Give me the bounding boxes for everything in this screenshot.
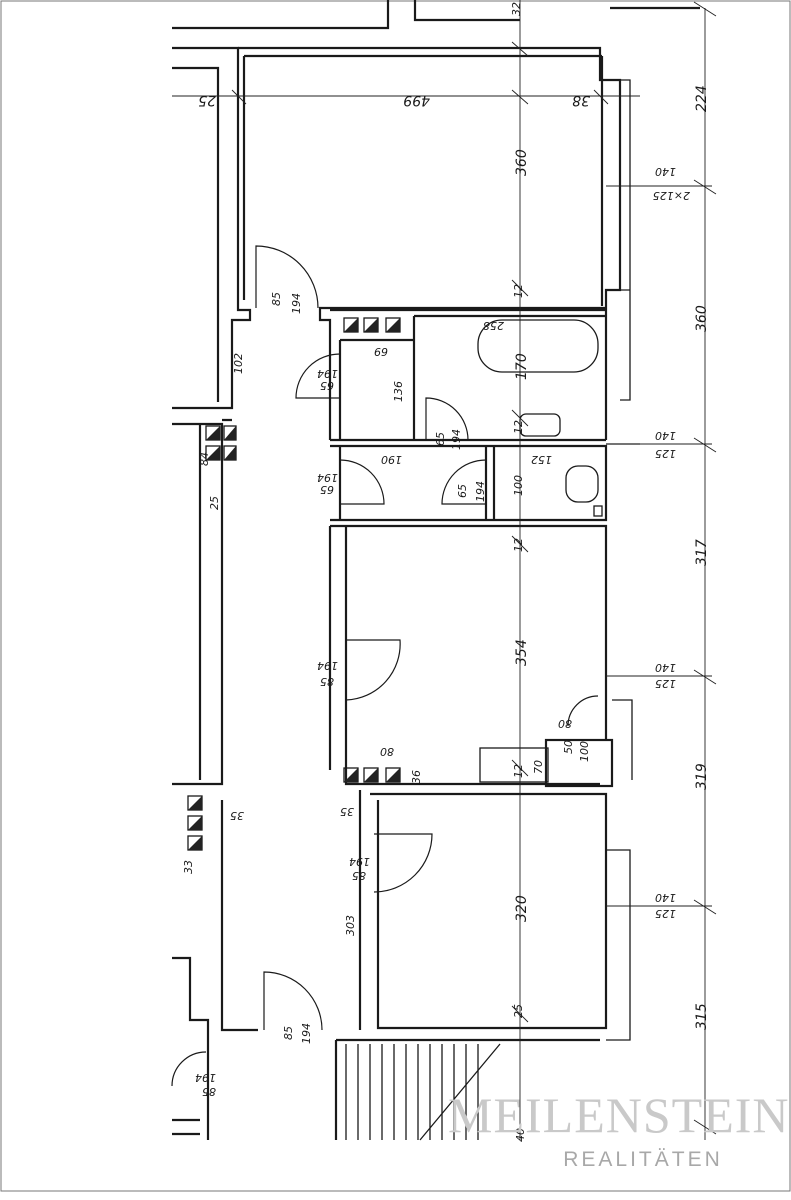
top-neighbor-walls bbox=[172, 0, 700, 30]
dim-152: 152 bbox=[531, 453, 552, 466]
dim-194-f: 194 bbox=[317, 659, 338, 672]
dim-12-c: 12 bbox=[512, 538, 525, 552]
dim-85-b: 85 bbox=[320, 675, 334, 688]
dim-194-a: 194 bbox=[290, 293, 303, 314]
dim-140-a: 140 bbox=[655, 165, 676, 178]
dim-194-h: 194 bbox=[300, 1023, 313, 1044]
dim-194-e: 194 bbox=[474, 481, 487, 502]
dim-65-a: 65 bbox=[320, 379, 334, 392]
room-1-window-jambs bbox=[606, 79, 631, 401]
dim-65-b: 65 bbox=[434, 432, 447, 446]
dim-25-left: 25 bbox=[208, 496, 221, 510]
room-4-window bbox=[606, 849, 631, 1041]
dim-69: 69 bbox=[374, 345, 388, 358]
dim-194-i: 194 bbox=[195, 1071, 216, 1084]
dim-499: 499 bbox=[403, 92, 430, 108]
dim-80-b: 80 bbox=[380, 745, 394, 758]
dim-194-b: 194 bbox=[317, 367, 338, 380]
dim-33: 33 bbox=[182, 860, 195, 874]
dim-224: 224 bbox=[694, 85, 710, 112]
dim-2x125: 2×125 bbox=[653, 189, 690, 202]
dim-194-d: 194 bbox=[317, 471, 338, 484]
dim-65-c: 65 bbox=[320, 483, 334, 496]
dim-40: 40 bbox=[514, 1128, 527, 1142]
lower-left-neighbor-walls bbox=[172, 956, 210, 1140]
dim-35-a: 35 bbox=[230, 809, 244, 822]
dim-360-right: 360 bbox=[694, 305, 710, 332]
dim-140-b: 140 bbox=[655, 429, 676, 442]
dim-320: 320 bbox=[514, 895, 530, 922]
dimension-lines bbox=[172, 0, 717, 1140]
dim-85-a: 85 bbox=[270, 292, 283, 306]
shaft-marker bbox=[593, 505, 603, 517]
dim-194-g: 194 bbox=[349, 855, 370, 868]
door-swings bbox=[171, 245, 599, 1087]
dim-102: 102 bbox=[232, 353, 245, 374]
dim-136: 136 bbox=[392, 381, 405, 402]
dim-84: 84 bbox=[198, 452, 211, 466]
vent-symbols bbox=[187, 317, 401, 851]
dim-85-d: 85 bbox=[282, 1026, 295, 1040]
dim-85-e: 85 bbox=[202, 1085, 216, 1098]
dim-36: 36 bbox=[410, 770, 423, 784]
dim-35-b: 35 bbox=[340, 805, 354, 818]
dim-100: 100 bbox=[512, 475, 525, 496]
toilet bbox=[565, 465, 599, 503]
dim-140-d: 140 bbox=[655, 891, 676, 904]
dim-70: 70 bbox=[532, 760, 545, 774]
dim-360-room1: 360 bbox=[514, 149, 530, 176]
exterior-wall-left-inner bbox=[172, 66, 220, 780]
dim-170: 170 bbox=[514, 353, 530, 380]
dim-303: 303 bbox=[344, 915, 357, 936]
kitchen-unit bbox=[479, 747, 549, 783]
dim-125-b: 125 bbox=[655, 677, 676, 690]
exterior-wall-left-upper bbox=[172, 46, 252, 786]
dim-125-a: 125 bbox=[655, 447, 676, 460]
room-3-walls bbox=[328, 524, 608, 786]
dim-85-c: 85 bbox=[352, 869, 366, 882]
dim-65-d: 65 bbox=[456, 484, 469, 498]
dim-190: 190 bbox=[381, 453, 402, 466]
dim-32: 32 bbox=[510, 2, 523, 16]
stair-treads bbox=[345, 1043, 501, 1141]
dimension-labels: 25 499 38 224 360 2×125 140 12 85 194 10… bbox=[182, 2, 710, 1142]
dim-100-b: 100 bbox=[578, 741, 591, 762]
dim-354: 354 bbox=[514, 639, 530, 666]
dim-25-top: 25 bbox=[198, 92, 216, 108]
dim-140-c: 140 bbox=[655, 661, 676, 674]
room-4-walls bbox=[358, 790, 608, 1030]
dim-317: 317 bbox=[694, 539, 710, 566]
dim-12-d: 12 bbox=[512, 764, 525, 778]
dim-12-a: 12 bbox=[512, 284, 525, 298]
dim-319: 319 bbox=[694, 763, 710, 790]
staircase-outline bbox=[334, 1038, 600, 1140]
right-pilaster bbox=[612, 699, 633, 780]
dim-12-b: 12 bbox=[512, 420, 525, 434]
bathtub bbox=[477, 319, 599, 373]
hall-walls bbox=[330, 444, 608, 522]
dim-38: 38 bbox=[572, 92, 590, 108]
dim-125-c: 125 bbox=[655, 907, 676, 920]
chimney-block bbox=[544, 738, 614, 788]
washbasin bbox=[519, 413, 561, 437]
dim-315: 315 bbox=[694, 1003, 710, 1030]
dim-80-a: 80 bbox=[558, 717, 572, 730]
dim-258: 258 bbox=[483, 319, 504, 332]
corridor-left-wall bbox=[220, 418, 258, 1032]
dim-25-mid: 25 bbox=[512, 1004, 525, 1018]
corridor-outer-wall bbox=[238, 46, 622, 440]
dim-50: 50 bbox=[562, 740, 575, 754]
dim-194-c: 194 bbox=[450, 429, 463, 450]
